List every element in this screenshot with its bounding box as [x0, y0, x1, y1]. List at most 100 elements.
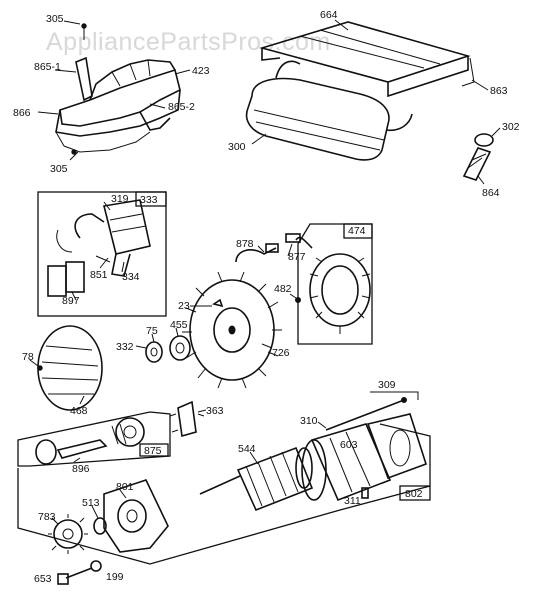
washer-332 — [145, 341, 163, 363]
bolt-653 — [57, 567, 93, 585]
brush-311 — [361, 487, 369, 499]
callout-199: 199 — [106, 571, 124, 583]
callout-865-1: 865-1 — [34, 61, 61, 73]
callout-78: 78 — [22, 351, 34, 363]
callout-726: 726 — [272, 347, 290, 359]
wire-harness-878 — [235, 233, 301, 263]
callout-455: 455 — [170, 319, 188, 331]
callout-319: 319 — [111, 193, 129, 205]
callout-309: 309 — [378, 379, 396, 391]
leader-865-2 — [149, 103, 166, 109]
ignition-armature — [47, 199, 151, 297]
leader-726 — [261, 343, 273, 349]
leader-664 — [334, 19, 349, 31]
leader-363 — [197, 409, 207, 413]
muffler-bracket — [259, 21, 475, 98]
label-box-875 — [139, 443, 169, 457]
spark-arrester-864 — [462, 147, 492, 181]
callout-896: 896 — [72, 463, 90, 475]
screw-482 — [295, 297, 301, 303]
callout-865-2: 865-2 — [168, 101, 195, 113]
callout-363: 363 — [206, 405, 224, 417]
label-box-333 — [135, 191, 167, 207]
leader-319 — [103, 201, 111, 211]
starter-end-cap — [366, 413, 427, 480]
leader-305a — [63, 20, 81, 25]
callout-75: 75 — [146, 325, 158, 337]
callout-783: 783 — [38, 511, 56, 523]
callout-897: 897 — [62, 295, 80, 307]
leader-300 — [251, 133, 267, 145]
callout-333: 333 — [140, 194, 158, 206]
leader-878 — [257, 245, 265, 253]
leader-866 — [37, 111, 59, 115]
leader-801 — [119, 489, 127, 499]
leader-334 — [121, 261, 125, 273]
leader-513 — [91, 505, 99, 519]
callout-305b: 305 — [50, 163, 68, 175]
leader-455 — [175, 327, 179, 337]
callout-801: 801 — [116, 481, 134, 493]
callout-332: 332 — [116, 341, 134, 353]
leader-863 — [471, 79, 489, 91]
leader-423 — [174, 69, 191, 75]
leader-783 — [51, 517, 59, 525]
leader-310 — [317, 421, 327, 429]
armature-544 — [199, 446, 314, 512]
leader-877 — [287, 243, 293, 257]
rectifier-363 — [169, 400, 205, 438]
callout-603: 603 — [340, 439, 358, 451]
alternator-group-box — [297, 223, 373, 345]
air-guide-assembly — [55, 56, 181, 153]
watermark-text: AppliancePartsPros.com — [46, 28, 331, 56]
leader-75 — [151, 333, 155, 343]
callout-482: 482 — [274, 283, 292, 295]
callout-302: 302 — [502, 121, 520, 133]
leader-482 — [289, 293, 297, 299]
callout-423: 423 — [192, 65, 210, 77]
leader-302 — [491, 127, 501, 137]
leader-78 — [29, 359, 39, 367]
screw-305-bottom — [69, 149, 79, 161]
callout-513: 513 — [82, 497, 100, 509]
nut-302 — [474, 133, 494, 147]
callout-23: 23 — [178, 300, 190, 312]
screw-305-top — [81, 23, 87, 40]
callout-878: 878 — [236, 238, 254, 250]
rotating-screen — [37, 325, 103, 411]
screw-78 — [37, 365, 43, 371]
through-bolt-310 — [325, 397, 407, 431]
pinion-gear-783 — [48, 514, 88, 554]
nut-199 — [90, 560, 102, 572]
drive-kit-box-875 — [17, 411, 171, 467]
drive-end-cap-801 — [103, 479, 169, 553]
pinion-drive-896 — [35, 417, 145, 465]
flywheel — [182, 271, 282, 389]
callout-305a: 305 — [46, 13, 64, 25]
callout-877: 877 — [288, 251, 306, 263]
leader-544 — [249, 451, 259, 465]
leader-897 — [71, 291, 77, 301]
leader-864 — [477, 175, 485, 185]
callout-664: 664 — [320, 9, 338, 21]
alternator-stator — [295, 236, 371, 334]
leader-468 — [79, 395, 85, 405]
callout-653: 653 — [34, 573, 52, 585]
callout-802: 802 — [405, 488, 423, 500]
ignition-group-box — [37, 191, 167, 317]
callout-863: 863 — [490, 85, 508, 97]
leader-865-1 — [54, 69, 77, 73]
callout-544: 544 — [238, 443, 256, 455]
leader-851 — [99, 257, 109, 269]
callout-334: 334 — [122, 271, 140, 283]
callout-474: 474 — [348, 225, 366, 237]
callout-875: 875 — [144, 445, 162, 457]
callout-300: 300 — [228, 141, 246, 153]
callout-864: 864 — [482, 187, 500, 199]
starter-group-box — [17, 423, 431, 565]
bracket-309 — [370, 391, 419, 400]
callout-851: 851 — [90, 269, 108, 281]
callout-468: 468 — [70, 405, 88, 417]
leader-896 — [73, 457, 81, 463]
